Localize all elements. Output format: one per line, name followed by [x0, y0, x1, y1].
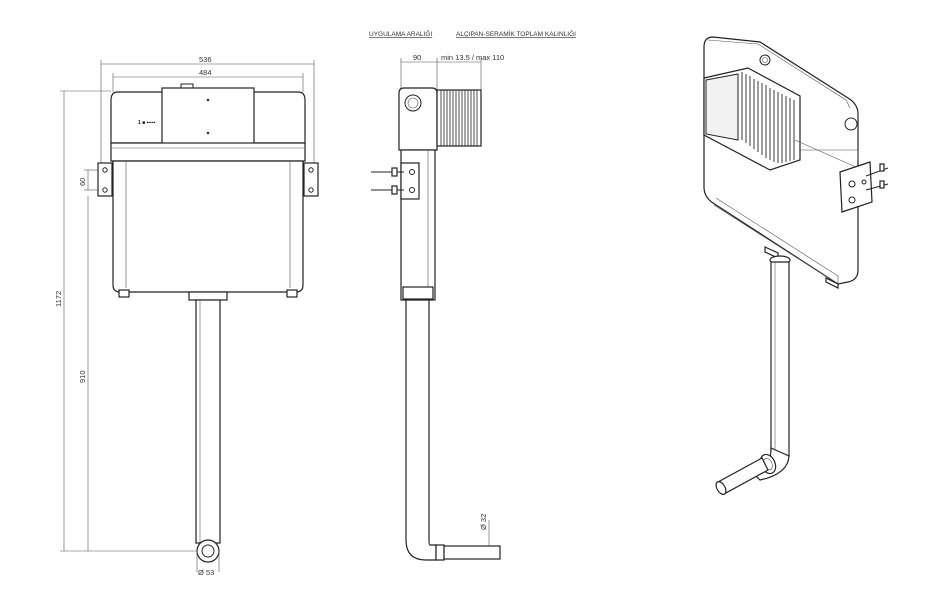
cistern-body — [112, 160, 304, 293]
brand-logo: 1 ■ ▪▪▪▪▪ — [138, 120, 156, 126]
dim-pipe-diameter: Ø 32 — [479, 514, 488, 530]
dim-range: min 13.5 / max 110 — [441, 53, 504, 62]
isometric-view — [703, 36, 889, 495]
bracket-left — [97, 162, 113, 197]
dim-height-910: 910 — [78, 370, 87, 383]
dim-depth-90: 90 — [413, 53, 421, 62]
dim-width-536: 536 — [199, 55, 212, 64]
dim-bracket-60: 60 — [78, 178, 87, 186]
flush-pipe — [195, 299, 221, 544]
bracket-right — [303, 162, 319, 197]
outlet-pipe — [443, 545, 501, 560]
dim-height-1172: 1172 — [54, 291, 63, 307]
dim-outlet-diameter: Ø 53 — [198, 568, 214, 577]
side-view: 90 min 13.5 / max 110 — [371, 53, 504, 561]
dim-width-484: 484 — [199, 68, 212, 77]
side-pipe — [405, 299, 437, 561]
iso-flush-pipe — [770, 261, 790, 457]
front-view: 536 484 1 ■ ▪▪▪▪▪ — [54, 55, 319, 577]
outlet-ring — [196, 539, 220, 563]
control-plate — [161, 87, 255, 147]
iso-bracket — [839, 161, 873, 213]
header-application-range: UYGULAMA ARALIĞI — [369, 29, 432, 38]
header-total-thickness: ALÇIPAN-SERAMİK TOPLAM KALINLIĞI — [456, 29, 576, 38]
